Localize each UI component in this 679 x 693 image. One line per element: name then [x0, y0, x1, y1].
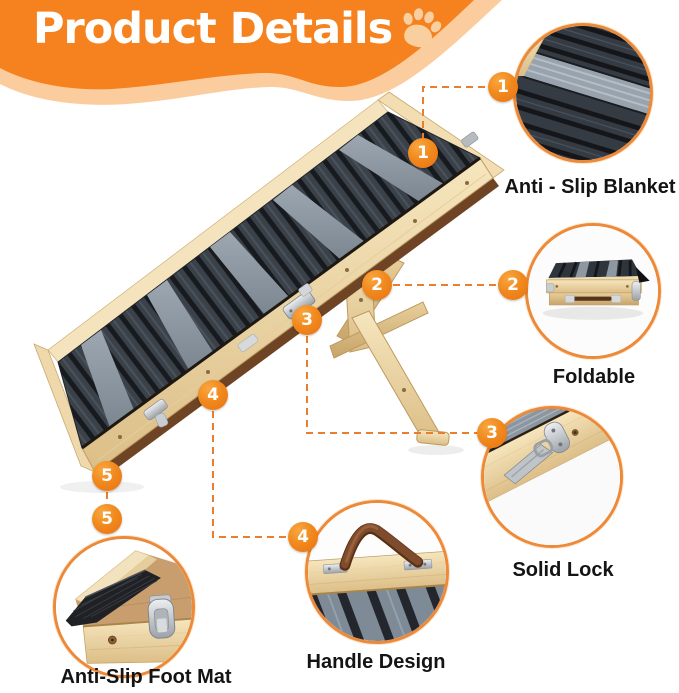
product-badge-2: 2 [362, 270, 392, 300]
label-anti-slip-foot-mat: Anti-Slip Foot Mat [60, 666, 232, 688]
leather-handle-photo [308, 503, 446, 641]
circle-badge-3: 3 [477, 418, 507, 448]
product-badge-4: 4 [198, 380, 228, 410]
detail-circle-handle-design [305, 500, 449, 644]
detail-circle-foot-mat [53, 536, 195, 678]
circle-badge-2: 2 [498, 270, 528, 300]
circle-badge-4: 4 [288, 522, 318, 552]
paw-icon [403, 8, 442, 48]
product-badge-5: 5 [92, 461, 122, 491]
label-anti-slip-blanket: Anti - Slip Blanket [504, 176, 676, 198]
product-badge-1: 1 [408, 138, 438, 168]
circle-badge-1: 1 [488, 72, 518, 102]
folded-ramp-photo [528, 226, 658, 356]
rubber-foot-mat-photo [56, 539, 192, 675]
header-wave [0, 0, 502, 105]
label-handle-design: Handle Design [306, 651, 446, 673]
detail-circle-foldable [525, 223, 661, 359]
label-foldable: Foldable [552, 366, 636, 388]
circle-badge-5: 5 [92, 504, 122, 534]
label-solid-lock: Solid Lock [512, 559, 614, 581]
carpet-closeup-photo [516, 26, 650, 160]
detail-circle-anti-slip-blanket [513, 23, 653, 163]
product-badge-3: 3 [292, 305, 322, 335]
page-title: Product Details [33, 4, 393, 54]
